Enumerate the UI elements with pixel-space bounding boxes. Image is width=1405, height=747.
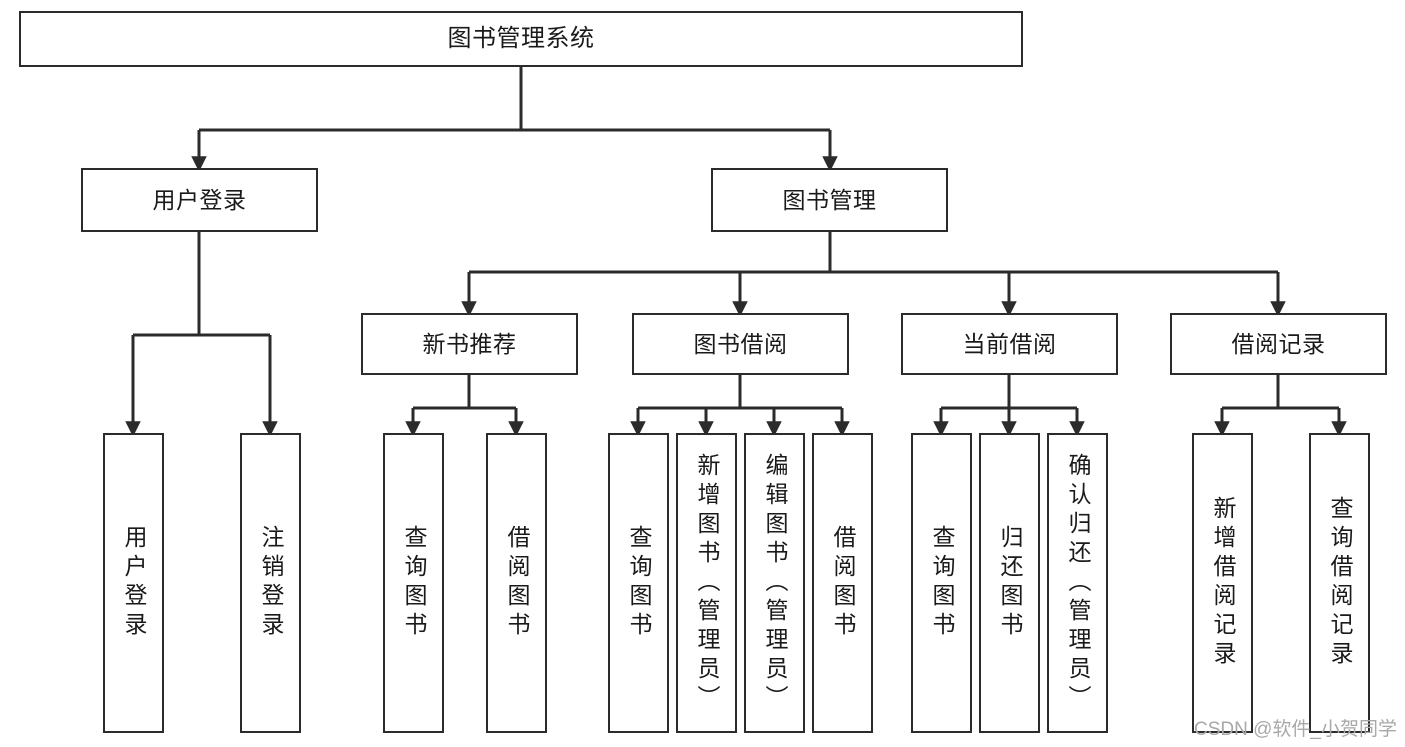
node-leaf-edit-book-admin-label: 编辑图书（管理员）: [762, 452, 788, 714]
node-leaf-query-book-current[interactable]: 查询图书: [911, 433, 972, 733]
node-leaf-borrow-book-recommend-label: 借阅图书: [504, 525, 530, 641]
node-leaf-query-book-borrow-label: 查询图书: [626, 525, 652, 641]
node-leaf-user-login[interactable]: 用户登录: [103, 433, 164, 733]
node-leaf-logout[interactable]: 注销登录: [240, 433, 301, 733]
node-root-system[interactable]: 图书管理系统: [19, 11, 1023, 67]
node-leaf-query-book-recommend[interactable]: 查询图书: [383, 433, 444, 733]
node-borrow-record-label: 借阅记录: [1231, 330, 1326, 357]
node-root-label: 图书管理系统: [447, 25, 595, 53]
node-current-borrow-label: 当前借阅: [962, 330, 1057, 357]
node-leaf-query-book-recommend-label: 查询图书: [401, 525, 427, 641]
node-current-borrow[interactable]: 当前借阅: [901, 313, 1118, 375]
node-new-book-recommend-label: 新书推荐: [422, 330, 517, 357]
node-leaf-confirm-return-admin[interactable]: 确认归还（管理员）: [1047, 433, 1108, 733]
node-leaf-return-book-label: 归还图书: [997, 525, 1023, 641]
node-leaf-add-book-admin-label: 新增图书（管理员）: [694, 452, 720, 714]
node-borrow-record[interactable]: 借阅记录: [1170, 313, 1387, 375]
node-leaf-query-borrow-record[interactable]: 查询借阅记录: [1309, 433, 1370, 733]
node-leaf-query-borrow-record-label: 查询借阅记录: [1327, 496, 1353, 670]
node-leaf-borrow-book-label: 借阅图书: [830, 525, 856, 641]
node-leaf-query-book-borrow[interactable]: 查询图书: [608, 433, 669, 733]
node-book-manage[interactable]: 图书管理: [711, 168, 948, 232]
node-leaf-query-book-current-label: 查询图书: [929, 525, 955, 641]
node-leaf-borrow-book[interactable]: 借阅图书: [812, 433, 873, 733]
node-leaf-logout-label: 注销登录: [258, 525, 284, 641]
node-leaf-add-borrow-record-label: 新增借阅记录: [1210, 496, 1236, 670]
node-leaf-add-borrow-record[interactable]: 新增借阅记录: [1192, 433, 1253, 733]
node-book-borrow-label: 图书借阅: [693, 330, 788, 357]
node-leaf-user-login-label: 用户登录: [121, 525, 147, 641]
node-leaf-edit-book-admin[interactable]: 编辑图书（管理员）: [744, 433, 805, 733]
node-leaf-add-book-admin[interactable]: 新增图书（管理员）: [676, 433, 737, 733]
node-book-manage-label: 图书管理: [782, 186, 877, 213]
node-leaf-borrow-book-recommend[interactable]: 借阅图书: [486, 433, 547, 733]
node-new-book-recommend[interactable]: 新书推荐: [361, 313, 578, 375]
node-user-login-label: 用户登录: [152, 186, 247, 213]
node-leaf-return-book[interactable]: 归还图书: [979, 433, 1040, 733]
node-book-borrow[interactable]: 图书借阅: [632, 313, 849, 375]
node-user-login[interactable]: 用户登录: [81, 168, 318, 232]
node-leaf-confirm-return-admin-label: 确认归还（管理员）: [1065, 452, 1091, 714]
